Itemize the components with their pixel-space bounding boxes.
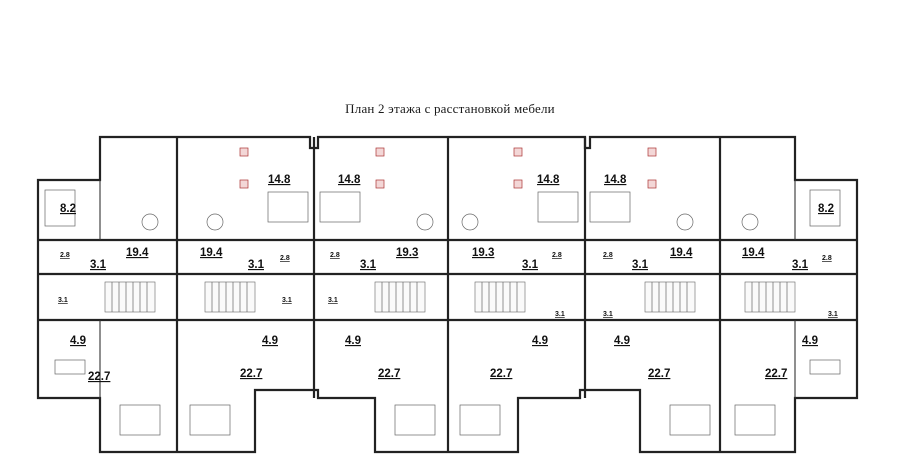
area-corr-1: 4.9 xyxy=(70,335,86,347)
area-labels: 8.2 19.4 3.1 2.8 3.1 4.9 22.7 14.8 19.4 … xyxy=(58,174,838,383)
area-hall-6: 3.1 xyxy=(792,259,809,271)
area-hall-1: 3.1 xyxy=(90,259,107,271)
area-room-4: 22.7 xyxy=(490,368,512,380)
area-room-2: 22.7 xyxy=(240,368,262,380)
furniture xyxy=(44,189,841,436)
area-living-3: 19.3 xyxy=(396,247,418,259)
building-outline xyxy=(36,135,859,454)
area-wc-3: 2.8 xyxy=(330,252,340,259)
stair-1 xyxy=(104,281,156,313)
area-bed-2: 14.8 xyxy=(268,174,291,186)
area-bed-4: 14.8 xyxy=(537,174,560,186)
area-hall-2: 3.1 xyxy=(248,259,265,271)
stair-2 xyxy=(204,281,256,313)
area-room-1: 22.7 xyxy=(88,371,110,383)
area-living-5: 19.4 xyxy=(670,247,693,259)
area-living-2: 19.4 xyxy=(200,247,223,259)
stair-3 xyxy=(374,281,426,313)
area-wc-4: 2.8 xyxy=(552,252,562,259)
area-room-6: 22.7 xyxy=(765,368,787,380)
area-corr-3: 4.9 xyxy=(345,335,361,347)
area-living-4: 19.3 xyxy=(472,247,494,259)
area-corr-4: 4.9 xyxy=(532,335,548,347)
area-bath-4: 3.1 xyxy=(555,311,565,318)
area-hall-4: 3.1 xyxy=(522,259,539,271)
area-living-1: 19.4 xyxy=(126,247,149,259)
area-kitchen-6: 8.2 xyxy=(818,203,834,215)
area-bath-1: 3.1 xyxy=(58,297,68,304)
area-bath-2: 3.1 xyxy=(282,297,292,304)
area-bath-5: 3.1 xyxy=(603,311,613,318)
area-room-5: 22.7 xyxy=(648,368,670,380)
area-corr-2: 4.9 xyxy=(262,335,278,347)
area-wc-1: 2.8 xyxy=(60,252,70,259)
plan-title: План 2 этажа с расстановкой мебели xyxy=(345,101,555,116)
area-wc-2: 2.8 xyxy=(280,255,290,262)
area-bed-3: 14.8 xyxy=(338,174,361,186)
area-bath-3: 3.1 xyxy=(328,297,338,304)
area-room-3: 22.7 xyxy=(378,368,400,380)
area-living-6: 19.4 xyxy=(742,247,765,259)
stair-5 xyxy=(644,281,696,313)
stair-6 xyxy=(744,281,796,313)
party-walls xyxy=(175,137,722,452)
area-wc-5: 2.8 xyxy=(603,252,613,259)
core-walls xyxy=(38,180,857,398)
area-hall-3: 3.1 xyxy=(360,259,377,271)
stairs xyxy=(104,281,796,313)
area-corr-5: 4.9 xyxy=(614,335,630,347)
stair-4 xyxy=(474,281,526,313)
vent-shafts xyxy=(239,147,657,189)
area-bed-5: 14.8 xyxy=(604,174,627,186)
area-kitchen-1: 8.2 xyxy=(60,203,76,215)
area-wc-6: 2.8 xyxy=(822,255,832,262)
area-bath-6: 3.1 xyxy=(828,311,838,318)
area-corr-6: 4.9 xyxy=(802,335,818,347)
area-hall-5: 3.1 xyxy=(632,259,649,271)
